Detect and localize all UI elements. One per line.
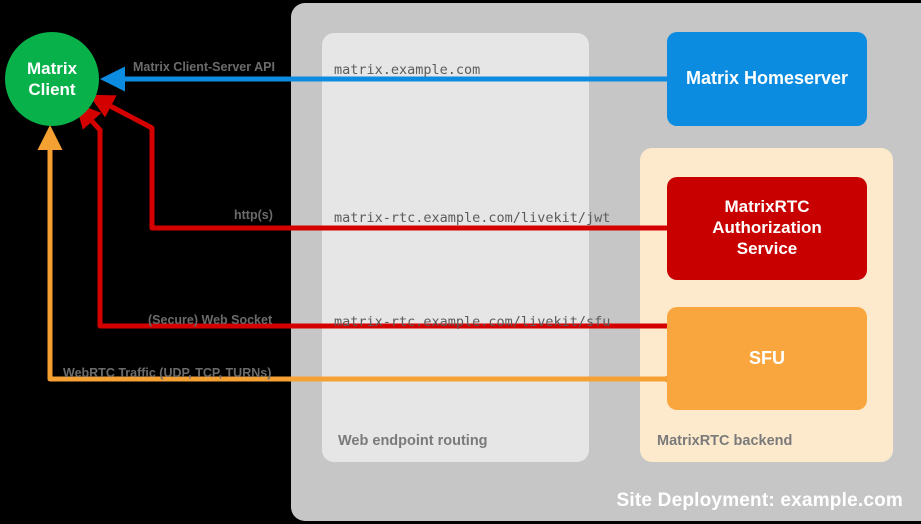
node-matrix-homeserver[interactable]: Matrix Homeserver (667, 32, 867, 126)
web-endpoint-routing-label: Web endpoint routing (338, 433, 488, 449)
node-matrixrtc-authorization-service[interactable]: MatrixRTC Authorization Service (667, 177, 867, 280)
node-sfu[interactable]: SFU (667, 307, 867, 410)
matrix-client-line-1: Matrix (26, 58, 78, 78)
node-matrix-client[interactable]: Matrix Client (5, 32, 99, 126)
edge-label-matrix-client-server-api: Matrix Client-Server API (133, 60, 275, 74)
matrixrtc-backend-label: MatrixRTC backend (657, 433, 793, 449)
edge-label-http: http(s) (234, 208, 273, 222)
sfu-label: SFU (749, 347, 785, 368)
auth-service-line-2: Authorization (712, 218, 822, 238)
matrix-client-line-2: Client (28, 80, 76, 99)
edge-label-webrtc-traffic: WebRTC Traffic (UDP, TCP, TURNs) (63, 366, 272, 380)
web-endpoint-routing-container: Web endpoint routing (322, 33, 589, 462)
endpoint-label-livekit-sfu: matrix-rtc.example.com/livekit/sfu (334, 314, 611, 330)
auth-service-line-1: MatrixRTC (724, 197, 810, 217)
site-deployment-label: Site Deployment: example.com (616, 490, 903, 511)
endpoint-label-matrix-example-com: matrix.example.com (334, 62, 481, 78)
matrix-homeserver-label: Matrix Homeserver (685, 68, 849, 89)
edge-label-web-socket: (Secure) Web Socket (148, 313, 273, 327)
auth-service-line-3: Service (736, 238, 798, 258)
endpoint-label-livekit-jwt: matrix-rtc.example.com/livekit/jwt (334, 210, 611, 226)
